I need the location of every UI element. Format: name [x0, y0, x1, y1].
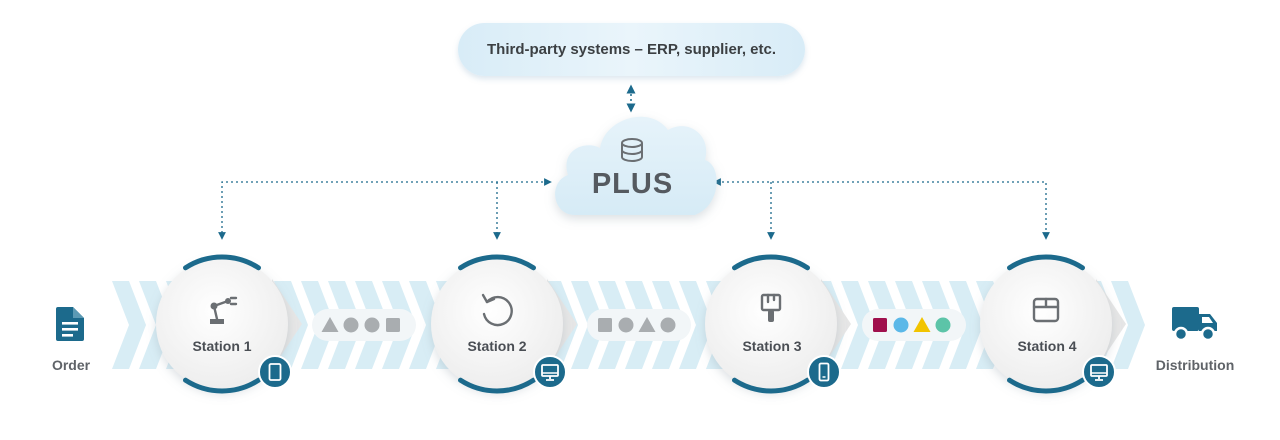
shape-group-background	[862, 309, 966, 341]
shape-group-background	[312, 309, 416, 341]
flow-chevron	[679, 281, 713, 369]
circle-shape	[660, 317, 676, 333]
station-top-arc	[458, 254, 536, 271]
monitor-icon	[533, 355, 567, 389]
shape-group-2	[587, 309, 691, 341]
connector-station-4	[713, 178, 1050, 240]
stations	[156, 254, 1126, 394]
connector-station-1	[218, 178, 552, 240]
order-label: Order	[51, 357, 91, 373]
circle-shape	[343, 317, 359, 333]
flow-chevron	[112, 281, 146, 369]
shape-group-1	[312, 309, 416, 341]
circle-shape	[364, 317, 380, 333]
robot-arm-icon	[210, 296, 238, 324]
plus-label: PLUS	[591, 168, 674, 200]
flow-chevron	[1111, 281, 1145, 369]
square-shape	[386, 318, 400, 332]
square-shape	[598, 318, 612, 332]
cloud-to-stations-connectors	[218, 178, 1050, 240]
tablet-icon	[258, 355, 292, 389]
rotate-icon	[481, 293, 513, 327]
document-icon	[56, 307, 84, 341]
station-4-label: Station 4	[1017, 338, 1077, 354]
station-top-arc	[732, 254, 810, 271]
triangle-shape	[638, 317, 656, 332]
station-bottom-arc	[183, 377, 261, 394]
station-circle	[705, 258, 837, 390]
shape-group-background	[587, 309, 691, 341]
database-icon	[621, 138, 643, 162]
station-bottom-arc	[458, 377, 536, 394]
shape-groups	[312, 309, 966, 341]
station-2-label: Station 2	[467, 338, 527, 354]
truck-icon	[1172, 307, 1217, 342]
third-party-systems-box	[458, 23, 805, 76]
paint-brush-icon	[760, 293, 782, 322]
station-2	[431, 254, 577, 394]
station-bottom-arc	[732, 377, 810, 394]
third-party-systems-label: Third-party systems – ERP, supplier, etc…	[487, 41, 776, 58]
station-3-label: Station 3	[742, 338, 802, 354]
circle-shape	[893, 317, 909, 333]
station-1	[156, 254, 302, 394]
station-bottom-arc	[1007, 377, 1085, 394]
station-circle	[980, 258, 1112, 390]
circle-shape	[618, 317, 634, 333]
station-4	[980, 254, 1126, 394]
circle-shape	[935, 317, 951, 333]
triangle-shape	[321, 317, 339, 332]
station-1-label: Station 1	[192, 338, 252, 354]
plus-cloud	[555, 116, 717, 215]
flow-chevron	[841, 281, 875, 369]
distribution-label: Distribution	[1155, 357, 1235, 373]
station-3	[705, 254, 851, 394]
shape-group-3	[862, 309, 966, 341]
station-top-arc	[183, 254, 261, 271]
box-icon	[1032, 297, 1060, 323]
station-top-arc	[1007, 254, 1085, 271]
square-shape	[873, 318, 887, 332]
smartphone-icon	[807, 355, 841, 389]
monitor-icon	[1082, 355, 1116, 389]
triangle-shape	[913, 317, 931, 332]
